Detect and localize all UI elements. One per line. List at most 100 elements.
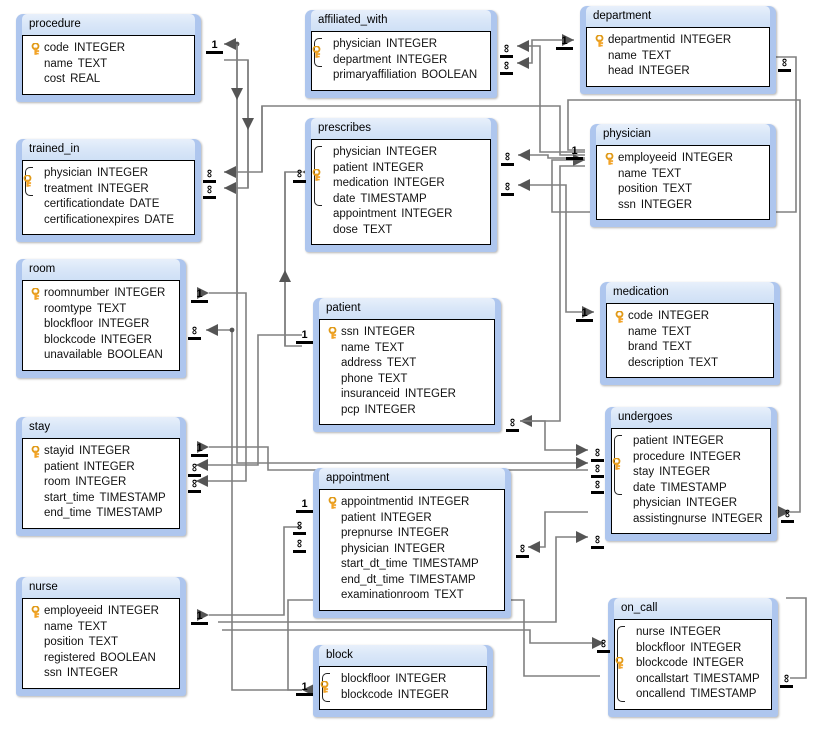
field-row[interactable]: physician INTEGER [319, 37, 483, 53]
field-type: BOOLEAN [100, 651, 156, 664]
field-name: room [44, 476, 71, 488]
cardinality-marker-many: ∞ [292, 168, 306, 183]
field-type: TEXT [77, 57, 108, 70]
field-type: INTEGER [385, 146, 438, 158]
cardinality-bar [191, 300, 208, 303]
cardinality-bar [566, 157, 583, 160]
field-name: roomnumber [44, 287, 110, 299]
field-name: roomtype [44, 302, 92, 315]
cardinality-marker-one: 1 [191, 611, 208, 625]
cardinality-bar [191, 622, 208, 625]
field-type: INTEGER [385, 38, 438, 50]
field-name: blockcode [44, 333, 96, 346]
field-name: physician [333, 38, 381, 50]
field-type: REAL [70, 73, 101, 85]
field-type: INTEGER [363, 326, 416, 338]
cardinality-label: ∞ [596, 639, 610, 648]
